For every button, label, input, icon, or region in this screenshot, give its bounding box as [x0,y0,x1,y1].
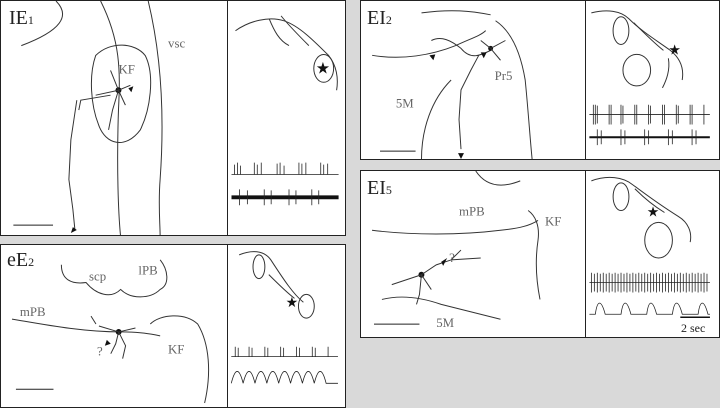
panel-ei2: EI2 5M Pr5 ★ [360,0,720,160]
panel-label-ie1: IE1 [9,7,34,29]
ee2-schematic: ★ [230,251,338,384]
region-vsc: vsc [168,37,185,51]
question-mark: ? [449,251,455,265]
region-kf: KF [168,343,184,357]
ei2-schematic: ★ [589,10,710,146]
panel-label-ei2: EI2 [367,7,392,29]
ei5-drawing: mPB KF 5M ? [371,171,561,330]
panel-ei5: EI5 mPB KF 5M ? ★ 2 sec [360,170,720,338]
panel-label-ee2: eE2 [7,249,35,271]
ee2-drawing: scp lPB mPB KF ? [11,259,210,404]
svg-text:★: ★ [286,295,298,310]
panel-ee2: eE2 scp lPB mPB KF ? ★ [0,244,346,408]
svg-text:★: ★ [647,204,659,219]
question-mark: ? [97,345,103,359]
region-kf: KF [545,214,561,228]
svg-text:★: ★ [668,42,680,57]
region-5m: 5M [396,97,414,111]
region-mpb: mPB [20,305,46,319]
region-lpb: lPB [138,264,157,278]
region-scp: scp [89,270,106,284]
ei2-drawing: 5M Pr5 [372,10,533,159]
ie1-schematic: ★ [231,15,339,206]
svg-text:★: ★ [316,60,330,77]
region-mpb: mPB [459,204,485,218]
panel-ie1: IE1 KF vsc ★ [0,0,346,236]
ei5-schematic: ★ [589,176,710,318]
region-5m: 5M [436,316,454,330]
time-scale-label: 2 sec [681,321,706,335]
ie1-drawing: KF vsc [13,1,185,235]
region-pr5: Pr5 [495,69,513,83]
region-kf: KF [118,62,134,76]
panel-label-ei5: EI5 [367,177,392,199]
